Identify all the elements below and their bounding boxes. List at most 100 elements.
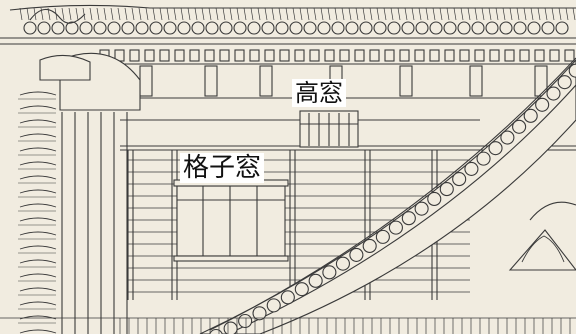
roof-tile-end [163,21,177,35]
roof-tile-line [313,7,317,21]
curved-roof-tile [252,306,267,321]
lower-roof-edge [0,317,576,334]
lattice-window-label: 格子窓 [180,153,265,183]
roof-tile-end [499,21,513,35]
roof-tile-line [138,7,142,21]
lattice-window-sill [173,255,289,262]
roof-tile-end [93,21,107,35]
rafter-end [339,49,350,62]
rafter-end [519,49,530,62]
roof-tile-end [149,21,163,35]
roof-tile-end [387,21,401,35]
curved-roof-tile [546,86,561,101]
roof-tile-line [75,7,79,21]
roof-tile-end [219,21,233,35]
curved-roof-tile [557,75,572,90]
roof-tile-end [37,21,51,35]
roof-tile-line [551,7,555,21]
side-tile [19,161,57,166]
roof-tile-end [51,21,65,35]
roof-tile-end [233,21,247,35]
roof-tile-end [541,21,555,35]
roof-tile-end [107,21,121,35]
roof-tile-line [306,7,310,21]
roof-tile-line [376,7,380,21]
roof-tile-line [68,7,72,21]
roof-tile-line [474,7,478,21]
roof-tile-line [215,7,219,21]
roof-tile-line [439,7,443,21]
roof-tile-line [103,7,107,21]
bracket [259,65,273,97]
roof-tile-end [457,21,471,35]
rafter-end [234,49,245,62]
rafter-end [459,49,470,62]
roof-tile-line [110,7,114,21]
roof-tile-line [187,7,191,21]
roof-tile-line [460,7,464,21]
curved-roof-tile [335,256,350,271]
curved-roof-tile [388,220,403,235]
roof-tile-line [89,7,93,21]
roof-tile-end [317,21,331,35]
rafter-end [414,49,425,62]
roof-tile-line [446,7,450,21]
side-tile [19,315,57,320]
rafter-end [324,49,335,62]
curved-roof-tile [512,119,527,134]
rafter-end [534,49,545,62]
roof-tile-line [558,7,562,21]
roof-tile-end [443,21,457,35]
roof-tile-line [572,7,576,21]
rafter-end [219,49,230,62]
roof-tile-line [292,7,296,21]
side-tile [19,189,57,194]
roof-tile-end [135,21,149,35]
bracket [469,65,483,97]
roof-tile-end [275,21,289,35]
roof-tile-line [61,7,65,21]
lattice-window-frame [176,185,286,257]
side-tile [19,259,57,264]
roof-tile-line [201,7,205,21]
roof-tile-end [359,21,373,35]
roof-tile-end [23,21,37,35]
bracket [204,65,218,97]
rafter-end [564,49,575,62]
roof-tile-line [411,7,415,21]
roof-tile-end [205,21,219,35]
roof-tile-line [271,7,275,21]
rafter-end [474,49,485,62]
curved-roof-tile [294,282,309,297]
roof-tile-line [96,7,100,21]
rafter-end [174,49,185,62]
rafter-end [294,49,305,62]
roof-tile-line [404,7,408,21]
roof-tile-end [121,21,135,35]
curved-roof-tile [476,151,491,166]
rafter-end [444,49,455,62]
roof-tile-line [544,7,548,21]
rafter-end [399,49,410,62]
roof-tile-end [555,21,569,35]
roof-tile-line [131,7,135,21]
curved-roof-tile [452,172,467,187]
rafter-end [489,49,500,62]
rafter-end [204,49,215,62]
gable-ornament [508,229,576,271]
roof-tile-end [303,21,317,35]
rafter-end [144,49,155,62]
side-tile [19,301,57,306]
roof-tile-line [341,7,345,21]
side-tile [19,133,57,138]
rafter-end [504,49,515,62]
roof-tile-line [355,7,359,21]
roof-tile-line [327,7,331,21]
roof-tile-end [331,21,345,35]
roof-tile-line [397,7,401,21]
roof-tile-line [362,7,366,21]
roof-tile-line [348,7,352,21]
roof-tile-line [383,7,387,21]
curved-roof-body [199,59,576,334]
